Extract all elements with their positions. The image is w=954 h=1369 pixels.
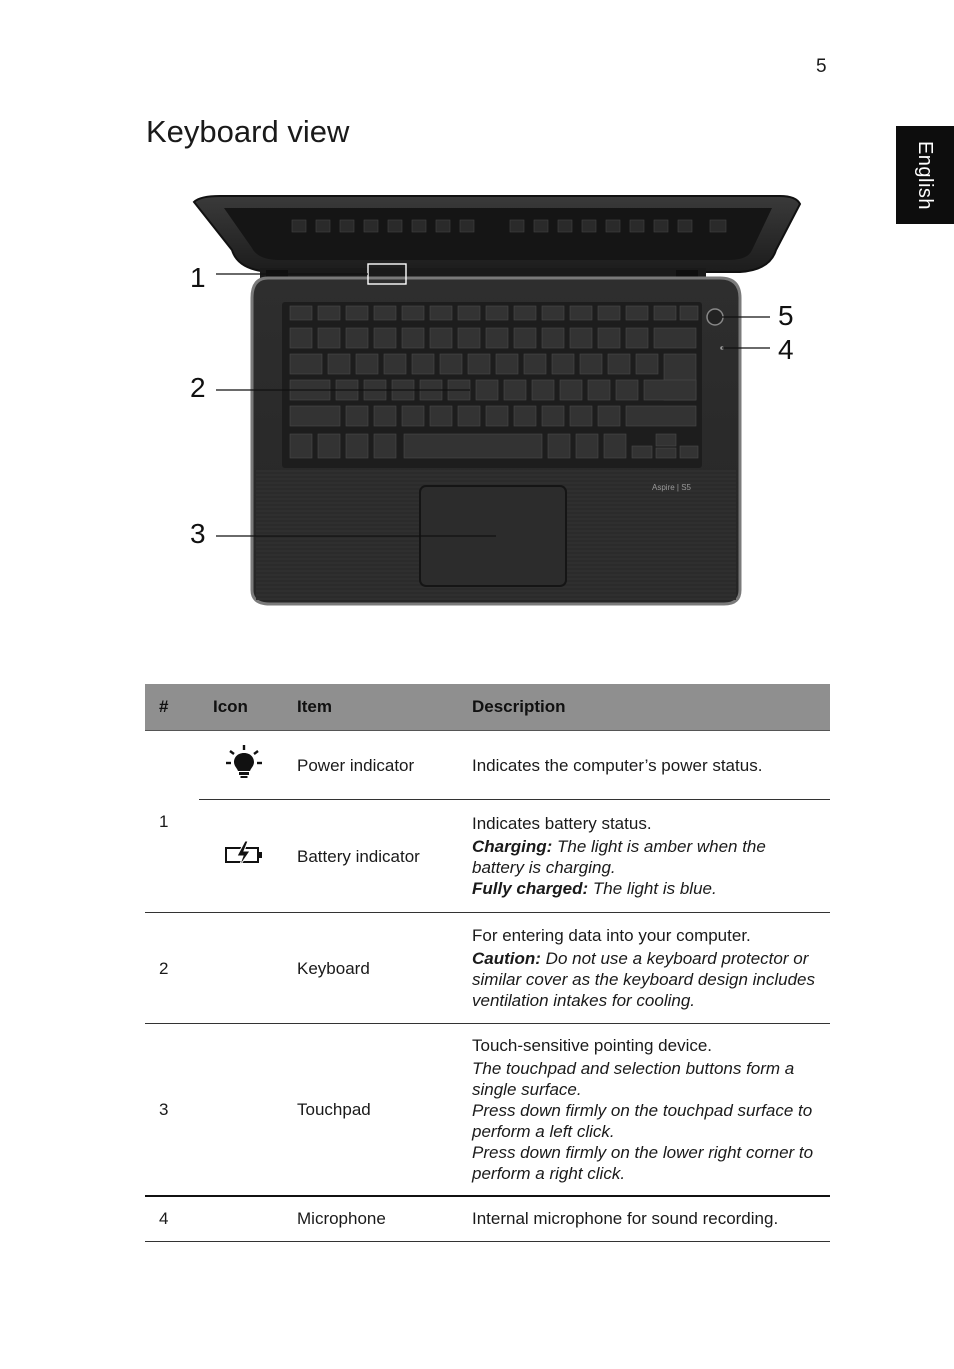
row-number: 4	[145, 1195, 199, 1242]
laptop-illustration: Aspire | S5	[192, 195, 802, 606]
desc-microphone: Internal microphone for sound recording.	[458, 1195, 830, 1242]
desc-touchpad-line: Press down firmly on the touchpad surfac…	[472, 1100, 813, 1141]
table-row: Battery indicator Indicates battery stat…	[145, 799, 830, 913]
page-number: 5	[816, 56, 827, 77]
item-battery-indicator: Battery indicator	[283, 799, 458, 913]
laptop-keyboard-figure: Aspire | S5 1 2 3 4 5	[180, 190, 830, 620]
table-row: 4 Microphone Internal microphone for sou…	[145, 1195, 830, 1242]
item-keyboard: Keyboard	[283, 912, 458, 1024]
header-number: #	[145, 684, 199, 731]
desc-battery-charging: Charging: The light is amber when the ba…	[472, 837, 766, 877]
brand-label: Aspire | S5	[652, 483, 692, 492]
item-power-indicator: Power indicator	[283, 730, 458, 800]
desc-battery-indicator: Indicates battery status. Charging: The …	[458, 799, 830, 913]
row-number: 3	[145, 1023, 199, 1197]
desc-touchpad-line: The touchpad and selection buttons form …	[472, 1058, 795, 1099]
item-touchpad: Touchpad	[283, 1023, 458, 1197]
table-row: 2 Keyboard For entering data into your c…	[145, 912, 830, 1024]
icon-cell-empty	[199, 1195, 283, 1242]
table-row: 1 Power indicator Indicates the computer…	[145, 730, 830, 913]
table-row: 3 Touchpad Touch-sensitive pointing devi…	[145, 1023, 830, 1197]
table-header-row: # Icon Item Description	[145, 684, 830, 731]
header-item: Item	[283, 684, 458, 731]
desc-keyboard-caution: Caution: Do not use a keyboard protector…	[472, 949, 816, 1010]
icon-cell-empty	[199, 912, 283, 1024]
row-number: 2	[145, 912, 199, 1024]
power-indicator-icon	[199, 730, 283, 800]
desc-keyboard-main: For entering data into your computer.	[472, 926, 751, 945]
header-description: Description	[458, 684, 830, 731]
desc-touchpad: Touch-sensitive pointing device. The tou…	[458, 1023, 830, 1197]
callout-2: 2	[190, 372, 206, 403]
language-tab-label: English	[914, 140, 937, 210]
page-title: Keyboard view	[146, 114, 350, 149]
icon-cell-empty	[199, 1023, 283, 1197]
callout-5: 5	[778, 300, 794, 331]
callout-1: 1	[190, 262, 206, 293]
desc-battery-full: Fully charged: The light is blue.	[472, 879, 717, 898]
item-microphone: Microphone	[283, 1195, 458, 1242]
callout-4: 4	[778, 334, 794, 365]
language-tab: English	[896, 126, 954, 224]
battery-indicator-icon	[199, 799, 283, 913]
desc-touchpad-line: Press down firmly on the lower right cor…	[472, 1142, 814, 1183]
desc-touchpad-main: Touch-sensitive pointing device.	[472, 1035, 713, 1055]
header-icon: Icon	[199, 684, 283, 731]
parts-table: # Icon Item Description 1 Power in	[145, 684, 830, 1242]
callout-3: 3	[190, 518, 206, 549]
desc-battery-main: Indicates battery status.	[472, 814, 652, 833]
row-number: 1	[145, 730, 199, 913]
desc-power-indicator: Indicates the computer’s power status.	[458, 730, 830, 800]
desc-keyboard: For entering data into your computer. Ca…	[458, 912, 830, 1024]
